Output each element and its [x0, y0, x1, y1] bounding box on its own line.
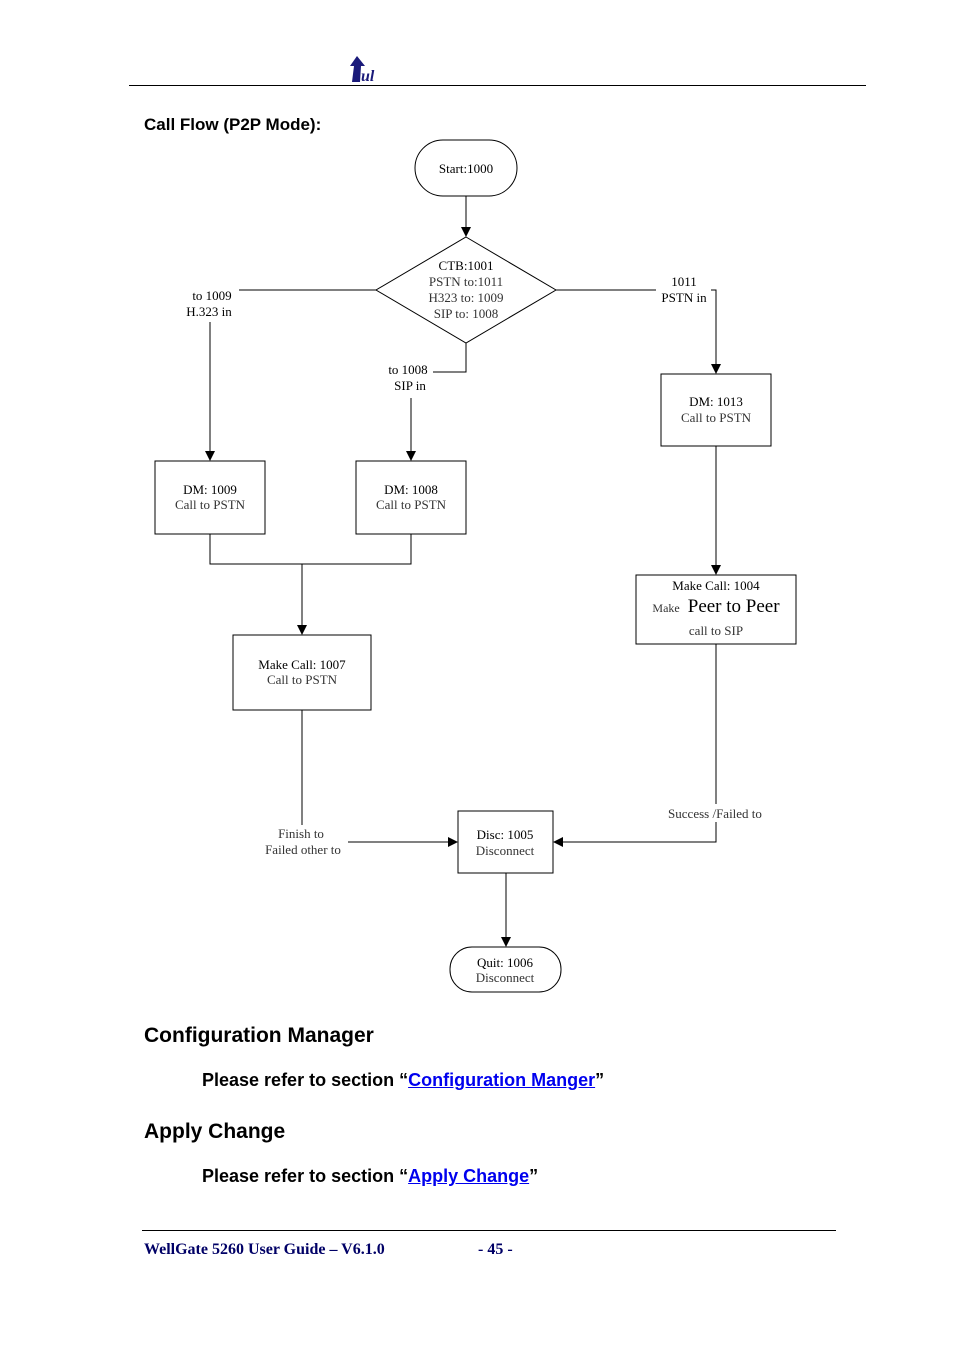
apply-change-suffix: ”	[529, 1166, 539, 1186]
node-ctb-line3: SIP to: 1008	[434, 306, 499, 321]
node-ctb-line2: H323 to: 1009	[428, 290, 503, 305]
node-dm1008-title: DM: 1008	[384, 482, 438, 497]
node-dm1013: DM: 1013 Call to PSTN	[660, 373, 772, 447]
config-manager-suffix: ”	[595, 1070, 605, 1090]
label-failed-other-to: Failed other to	[265, 842, 341, 857]
node-ctb: CTB:1001 PSTN to:1011 H323 to: 1009 SIP …	[375, 236, 557, 344]
node-mc1004-sub-big: Peer to Peer	[688, 596, 780, 617]
node-mc1007-sub: Call to PSTN	[267, 672, 338, 687]
company-logo-icon: ul	[350, 56, 375, 84]
node-makecall-1004: Make Call: 1004 Make Peer to Peer call t…	[635, 574, 797, 645]
config-manager-heading: Configuration Manager	[144, 1024, 374, 1047]
node-makecall-1007: Make Call: 1007 Call to PSTN	[232, 634, 372, 711]
config-manager-prefix: Please refer to section “	[202, 1070, 409, 1090]
apply-change-link[interactable]: Apply Change	[408, 1166, 530, 1186]
footer-page-number: - 45 -	[478, 1241, 513, 1258]
node-dm1009-title: DM: 1009	[183, 482, 237, 497]
connector-dm-mc1007	[209, 534, 412, 565]
svg-text:Make Peer to Peer: Make Peer to Peer	[652, 596, 780, 617]
header-divider	[129, 85, 866, 86]
node-disc-sub: Disconnect	[476, 843, 535, 858]
apply-change-heading: Apply Change	[144, 1120, 286, 1143]
svg-text:ul: ul	[361, 68, 375, 84]
node-dm1009: DM: 1009 Call to PSTN	[154, 460, 266, 535]
call-flow-title: Call Flow (P2P Mode):	[144, 115, 322, 134]
node-dm1013-title: DM: 1013	[689, 394, 743, 409]
node-mc1007-title: Make Call: 1007	[258, 657, 346, 672]
node-dm1008: DM: 1008 Call to PSTN	[355, 460, 467, 535]
node-ctb-title: CTB:1001	[439, 258, 494, 273]
label-finish-to: Finish to	[278, 826, 324, 841]
node-dm1013-sub: Call to PSTN	[681, 410, 752, 425]
node-quit-title: Quit: 1006	[477, 955, 533, 970]
node-mc1004-title: Make Call: 1004	[672, 578, 760, 593]
label-sip-in: SIP in	[394, 378, 426, 393]
node-start-title: Start:1000	[439, 161, 493, 176]
footer-divider	[142, 1230, 836, 1231]
config-manager-link[interactable]: Configuration Manger	[408, 1070, 596, 1090]
label-to-1008: to 1008	[388, 362, 427, 377]
label-success-failed-to: Success /Failed to	[668, 806, 762, 821]
label-pstn-in: PSTN in	[661, 290, 707, 305]
node-quit-sub: Disconnect	[476, 970, 535, 985]
node-quit: Quit: 1006 Disconnect	[449, 946, 562, 993]
call-flow-diagram: Start:1000 CTB:1001 PSTN to:1011 H323 to…	[154, 139, 797, 993]
node-dm1008-sub: Call to PSTN	[376, 497, 447, 512]
label-h323-in: H.323 in	[186, 304, 232, 319]
label-1011: 1011	[671, 274, 697, 289]
node-ctb-line1: PSTN to:1011	[429, 274, 503, 289]
config-manager-reference: Please refer to section “Configuration M…	[202, 1070, 604, 1091]
node-mc1004-sub2: call to SIP	[689, 623, 743, 638]
node-mc1004-sub-small: Make	[652, 601, 679, 615]
node-disc-title: Disc: 1005	[477, 827, 534, 842]
label-to-1009: to 1009	[192, 288, 231, 303]
node-disc: Disc: 1005 Disconnect	[457, 810, 554, 874]
connector-ctb-dm1008	[433, 342, 467, 373]
footer-guide-title: WellGate 5260 User Guide – V6.1.0	[144, 1241, 385, 1258]
apply-change-prefix: Please refer to section “	[202, 1166, 409, 1186]
node-start: Start:1000	[414, 139, 518, 197]
node-dm1009-sub: Call to PSTN	[175, 497, 246, 512]
apply-change-reference: Please refer to section “Apply Change”	[202, 1166, 538, 1187]
